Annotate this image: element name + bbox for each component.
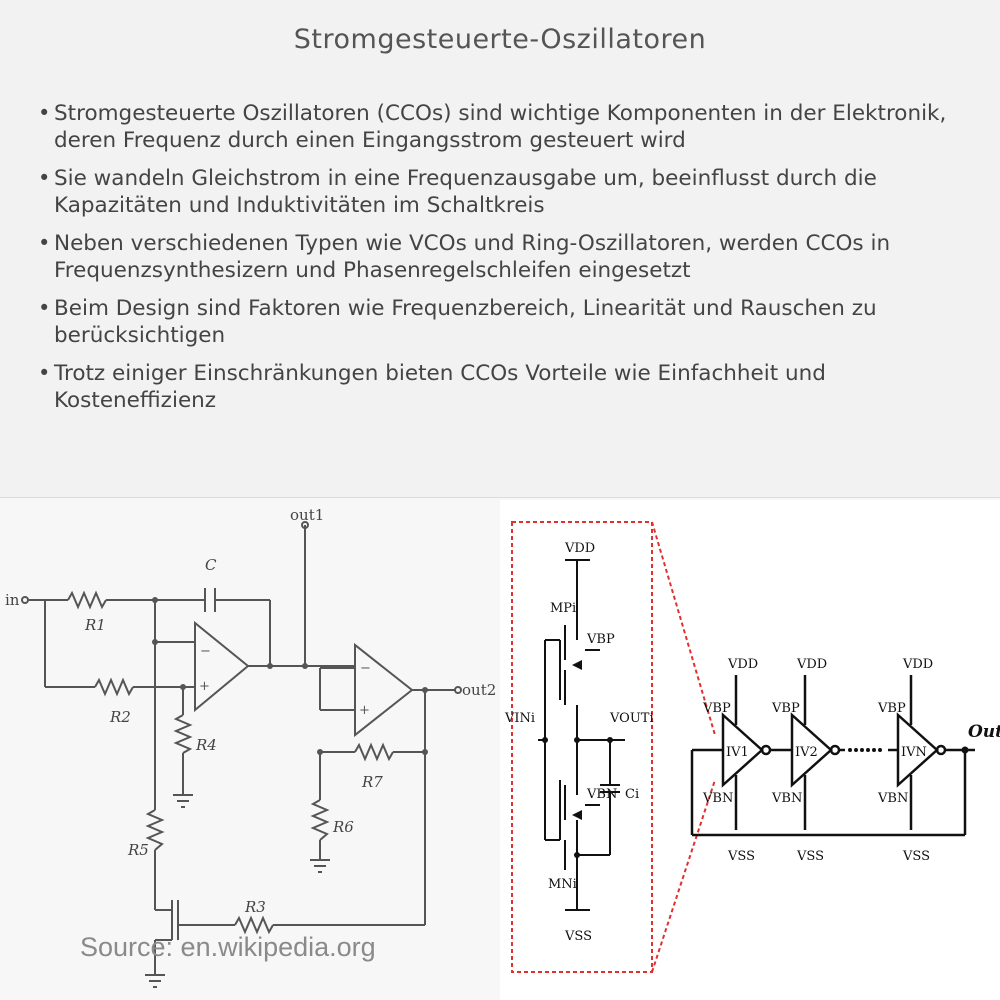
label-out2: out2 bbox=[462, 681, 496, 699]
svg-text:+: + bbox=[199, 679, 210, 694]
label-vbp-n: VBP bbox=[877, 701, 906, 716]
bullet-dot: • bbox=[38, 296, 51, 320]
bullet-text: Sie wandeln Gleichstrom in eine Frequenz… bbox=[54, 166, 877, 218]
label-ivn: IVN bbox=[901, 745, 927, 760]
label-mni: MNi bbox=[548, 877, 577, 892]
bullet-dot: • bbox=[38, 361, 51, 385]
label-vbn-cell: VBN bbox=[586, 787, 617, 802]
bullet-item: •Neben verschiedenen Typen wie VCOs und … bbox=[38, 230, 968, 284]
label-vbn-2: VBN bbox=[771, 791, 802, 806]
bullet-item: •Stromgesteuerte Oszillatoren (CCOs) sin… bbox=[38, 100, 968, 154]
bullet-dot: • bbox=[38, 231, 51, 255]
label-vss-1: VSS bbox=[727, 849, 755, 864]
label-out1: out1 bbox=[290, 506, 324, 524]
svg-text:−: − bbox=[200, 644, 211, 659]
label-r1: R1 bbox=[84, 616, 106, 634]
label-r3: R3 bbox=[244, 898, 266, 916]
svg-text:+: + bbox=[359, 703, 370, 718]
label-r7: R7 bbox=[361, 773, 383, 791]
label-vbn-1: VBN bbox=[702, 791, 733, 806]
label-vdd-2: VDD bbox=[796, 657, 827, 672]
label-out: Out bbox=[968, 722, 1000, 742]
bullet-text: Trotz einiger Einschränkungen bieten CCO… bbox=[54, 361, 826, 413]
label-vbp-cell: VBP bbox=[586, 632, 615, 647]
bullet-dot: • bbox=[38, 101, 51, 125]
bullet-text: Beim Design sind Faktoren wie Frequenzbe… bbox=[54, 296, 877, 348]
label-vss-2: VSS bbox=[796, 849, 824, 864]
opamp-oscillator-circuit: − + − + in out1 out2 C R1 R2 R3 R4 R5 R6… bbox=[5, 506, 496, 988]
label-vdd-1: VDD bbox=[727, 657, 758, 672]
divider bbox=[0, 497, 1000, 498]
label-c: C bbox=[205, 556, 217, 574]
label-ci: Ci bbox=[625, 787, 639, 802]
label-vdd-cell: VDD bbox=[564, 541, 595, 556]
bullet-item: •Sie wandeln Gleichstrom in eine Frequen… bbox=[38, 165, 968, 219]
ring-oscillator-circuit: VDD MPi VBP VINi VOUTi VBN Ci MNi VSS bbox=[504, 521, 1000, 973]
label-iv2: IV2 bbox=[795, 745, 818, 760]
label-r2: R2 bbox=[109, 708, 131, 726]
bullet-text: Neben verschiedenen Typen wie VCOs und R… bbox=[54, 231, 891, 283]
label-vouti: VOUTi bbox=[609, 711, 654, 726]
label-in: in bbox=[5, 591, 20, 609]
label-r5: R5 bbox=[127, 841, 149, 859]
label-vbp-1: VBP bbox=[702, 701, 731, 716]
label-r4: R4 bbox=[195, 736, 217, 754]
label-vbn-n: VBN bbox=[877, 791, 908, 806]
svg-text:−: − bbox=[360, 661, 371, 676]
image-panel-right bbox=[500, 500, 1000, 1000]
label-iv1: IV1 bbox=[726, 745, 749, 760]
page-title: Stromgesteuerte-Oszillatoren bbox=[293, 24, 707, 55]
label-vss-n: VSS bbox=[902, 849, 930, 864]
bullet-item: •Beim Design sind Faktoren wie Frequenzb… bbox=[38, 295, 968, 349]
label-vdd-n: VDD bbox=[902, 657, 933, 672]
label-vini: VINi bbox=[504, 711, 535, 726]
bullet-item: •Trotz einiger Einschränkungen bieten CC… bbox=[38, 360, 968, 414]
label-mpi: MPi bbox=[550, 601, 576, 616]
label-vss-cell: VSS bbox=[564, 929, 592, 944]
label-vbp-2: VBP bbox=[771, 701, 800, 716]
label-r6: R6 bbox=[332, 818, 354, 836]
bullet-dot: • bbox=[38, 166, 51, 190]
source-caption: Source: en.wikipedia.org bbox=[80, 932, 376, 962]
bullet-list: •Stromgesteuerte Oszillatoren (CCOs) sin… bbox=[38, 100, 968, 425]
bullet-text: Stromgesteuerte Oszillatoren (CCOs) sind… bbox=[54, 101, 947, 153]
